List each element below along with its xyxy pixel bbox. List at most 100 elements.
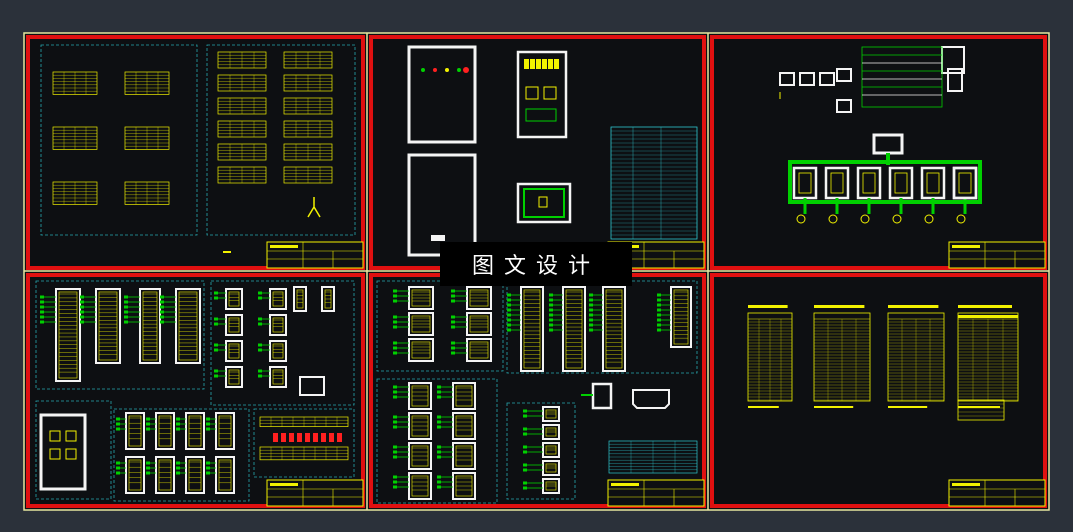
wire-label bbox=[124, 320, 128, 324]
wire-label bbox=[176, 461, 180, 465]
wire-label bbox=[214, 374, 218, 378]
wire-label bbox=[124, 295, 128, 299]
note-text bbox=[223, 251, 231, 253]
title-block-text bbox=[270, 245, 298, 248]
wire-label bbox=[589, 323, 593, 327]
wire-label bbox=[258, 291, 262, 295]
terminal-module bbox=[185, 412, 205, 450]
fuse bbox=[337, 433, 342, 442]
field-module-inner bbox=[958, 172, 972, 194]
wire-label bbox=[40, 295, 44, 299]
schedule-title bbox=[748, 305, 788, 308]
wire-label bbox=[80, 315, 84, 319]
wire-label bbox=[549, 308, 553, 312]
wire-label bbox=[657, 303, 661, 307]
breaker bbox=[542, 59, 547, 69]
terminal-module bbox=[95, 288, 121, 364]
wire-label bbox=[40, 300, 44, 304]
wire-label bbox=[146, 466, 150, 470]
terminal-module bbox=[269, 340, 287, 362]
terminal-strip bbox=[272, 317, 284, 333]
terminal-module bbox=[139, 288, 161, 364]
terminal-module bbox=[542, 442, 560, 458]
wire-label bbox=[657, 293, 661, 297]
dashed-region bbox=[253, 408, 355, 478]
wire-label bbox=[393, 420, 397, 424]
field-module-inner bbox=[926, 172, 940, 194]
wire-label bbox=[146, 461, 150, 465]
dashed-region bbox=[35, 400, 112, 500]
drawing-sheet-4 bbox=[26, 273, 365, 508]
wire-label bbox=[437, 395, 441, 399]
wire-label bbox=[258, 343, 262, 347]
terminal-module bbox=[215, 456, 235, 494]
junction-box-inner bbox=[538, 196, 548, 208]
schedule-title bbox=[888, 305, 939, 308]
wire-label bbox=[393, 315, 397, 319]
wire-label bbox=[214, 317, 218, 321]
wire-label bbox=[507, 313, 511, 317]
terminal-strip bbox=[178, 291, 198, 361]
node-symbol bbox=[860, 214, 870, 224]
wire-label bbox=[589, 313, 593, 317]
wire-label bbox=[523, 427, 527, 431]
terminal-module bbox=[269, 366, 287, 388]
wire-label bbox=[214, 343, 218, 347]
schedule-title bbox=[814, 305, 865, 308]
wire-label bbox=[657, 313, 661, 317]
network-device bbox=[799, 72, 815, 86]
wire-label bbox=[206, 471, 210, 475]
terminal-strip bbox=[188, 415, 202, 447]
wire-label bbox=[80, 305, 84, 309]
wire-label bbox=[657, 318, 661, 322]
wire-label bbox=[393, 450, 397, 454]
terminal-module bbox=[408, 442, 432, 470]
dashed-region bbox=[113, 408, 250, 502]
terminal-module bbox=[602, 286, 626, 372]
terminal-module bbox=[299, 376, 325, 396]
terminal-strip bbox=[228, 291, 240, 307]
terminal-module bbox=[225, 314, 243, 336]
dashed-region bbox=[35, 280, 205, 390]
schedule-note bbox=[814, 406, 854, 408]
relay bbox=[65, 448, 77, 460]
wire-label bbox=[393, 455, 397, 459]
wire-label bbox=[160, 315, 164, 319]
terminal-module bbox=[155, 412, 175, 450]
field-module-inner bbox=[830, 172, 844, 194]
terminal-strip bbox=[228, 343, 240, 359]
wire-label bbox=[393, 385, 397, 389]
node-symbol bbox=[924, 214, 934, 224]
wire-label bbox=[258, 374, 262, 378]
node-symbol bbox=[828, 214, 838, 224]
meter bbox=[543, 86, 557, 100]
wire-label bbox=[80, 300, 84, 304]
wire-label bbox=[523, 445, 527, 449]
wire-label bbox=[146, 471, 150, 475]
wire-label bbox=[437, 425, 441, 429]
bus-line bbox=[861, 46, 943, 108]
wire-label bbox=[507, 328, 511, 332]
wire-label bbox=[437, 385, 441, 389]
wire-label bbox=[393, 395, 397, 399]
wire-label bbox=[124, 310, 128, 314]
wire-label bbox=[451, 325, 455, 329]
drawing-sheet-6 bbox=[710, 273, 1047, 508]
wire-label bbox=[589, 293, 593, 297]
node-symbol bbox=[796, 214, 806, 224]
terminal-module bbox=[225, 366, 243, 388]
wire-label bbox=[393, 341, 397, 345]
door-handle bbox=[431, 235, 445, 241]
wire-label bbox=[206, 417, 210, 421]
terminal-strip bbox=[158, 459, 172, 491]
breaker bbox=[524, 59, 529, 69]
wire-label bbox=[437, 415, 441, 419]
terminal-module bbox=[408, 382, 432, 410]
relay bbox=[65, 430, 77, 442]
terminal-strip bbox=[228, 317, 240, 333]
wire-label bbox=[206, 422, 210, 426]
terminal-module bbox=[269, 314, 287, 336]
terminal-module bbox=[520, 286, 544, 372]
